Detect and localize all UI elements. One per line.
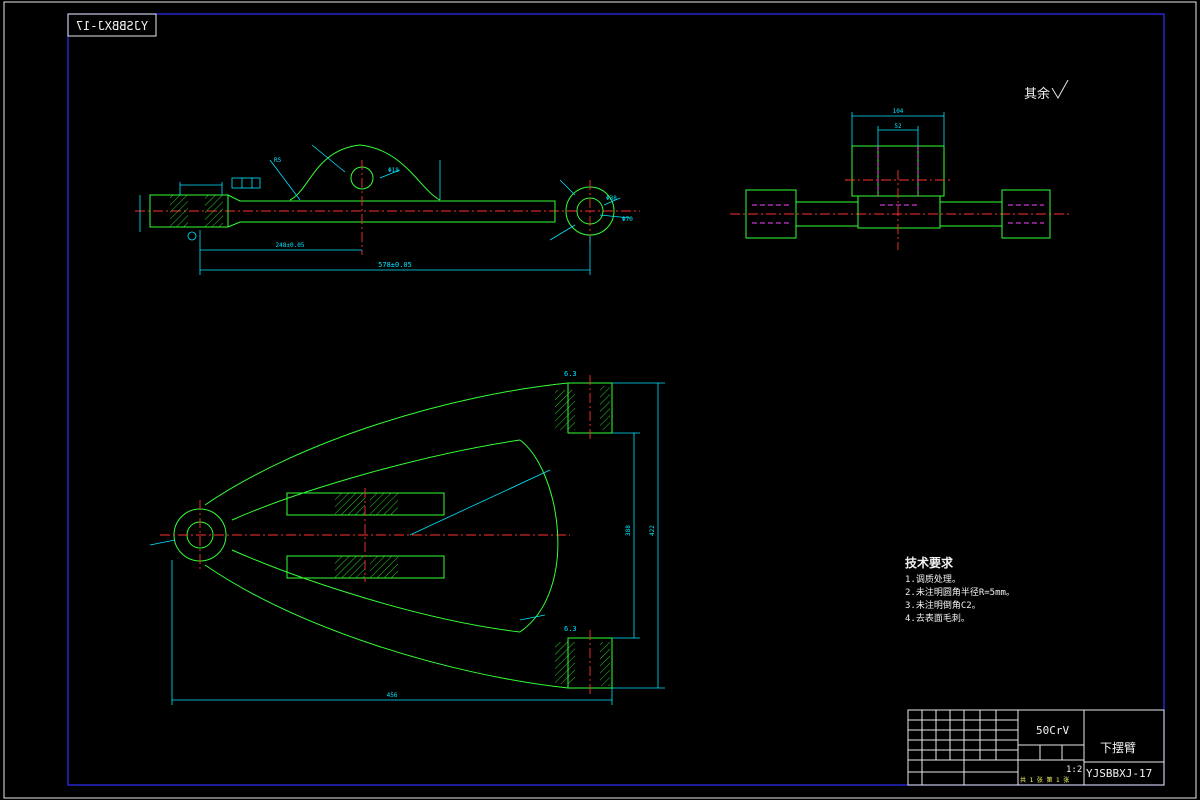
outer-frame xyxy=(3,1,1197,799)
front-left-hub xyxy=(149,194,229,228)
side-right-lug xyxy=(917,145,945,197)
plan-section-lower xyxy=(286,555,445,579)
front-leader-7 xyxy=(599,214,631,219)
plan-dim-422: 422 xyxy=(649,525,656,536)
plan-lower-arm-outer xyxy=(204,564,569,689)
front-datum-symbol xyxy=(187,231,197,241)
tech-item-3: 3.未注明倒角C2。 xyxy=(905,599,981,611)
front-leader-6 xyxy=(603,197,621,206)
roughness-symbol xyxy=(1051,79,1069,99)
plan-leader-lower xyxy=(519,614,546,621)
title-part-name: 下摆臂 xyxy=(1100,741,1136,755)
tech-item-4: 4.去表面毛刺。 xyxy=(905,612,970,624)
front-dim-d38: Φ38 xyxy=(606,195,617,202)
inner-frame xyxy=(67,13,1165,786)
front-leader-5 xyxy=(559,179,576,196)
front-top-boss xyxy=(289,144,441,201)
front-dim-248: 248±0.05 xyxy=(276,242,305,249)
side-left-lug xyxy=(851,145,879,197)
front-left-hub-hatch-2 xyxy=(205,195,223,227)
plan-upper-bushing-hatch xyxy=(555,390,575,430)
title-block-frame xyxy=(907,709,1165,786)
plan-view: 422 388 456 6.3 6.3 xyxy=(149,370,665,705)
front-dim-r5: R5 xyxy=(274,157,282,164)
tech-item-2: 2.未注明圆角半径R=5mm。 xyxy=(905,586,1015,598)
tech-item-1: 1.调质处理。 xyxy=(905,573,961,585)
plan-dim-388: 388 xyxy=(625,525,632,536)
title-block: 50CrV 下摆臂 YJSBBXJ-17 1:2 共 1 张 第 1 张 xyxy=(907,709,1165,786)
title-scale: 1:2 xyxy=(1066,765,1082,775)
plan-section-upper xyxy=(286,492,445,516)
surface-roughness-note: 其余 xyxy=(1024,86,1050,102)
front-leader-1 xyxy=(269,159,301,201)
plan-leader-r xyxy=(409,469,551,536)
side-center-block xyxy=(857,195,941,229)
front-shaft xyxy=(227,194,556,228)
front-dim-578: 578±0.05 xyxy=(378,261,412,269)
technical-requirements: 技术要求 1.调质处理。 2.未注明圆角半径R=5mm。 3.未注明倒角C2。 … xyxy=(905,555,1015,624)
side-dim-inner: 52 xyxy=(894,123,902,130)
plan-roughness-top: 6.3 xyxy=(564,370,577,378)
plan-leader-left xyxy=(149,539,176,546)
plan-lower-bushing-hatch-2 xyxy=(600,642,610,686)
front-leader-2 xyxy=(311,144,346,173)
plan-dim-456: 456 xyxy=(387,692,398,699)
plan-upper-arm-outer xyxy=(204,382,569,506)
plan-lower-arm-inner xyxy=(231,549,521,633)
side-view: 104 52 xyxy=(730,108,1070,250)
drawing-number-stamp: YJSBBXJ-17 xyxy=(76,19,148,33)
front-dim-d70: Φ70 xyxy=(622,216,633,223)
front-leader-8 xyxy=(549,224,576,241)
plan-roughness-bottom: 6.3 xyxy=(564,625,577,633)
front-left-hub-hatch xyxy=(170,195,188,227)
tech-title: 技术要求 xyxy=(905,555,954,570)
drawing-number-stamp-box xyxy=(67,13,157,37)
plan-web-arc xyxy=(519,439,559,633)
title-drawing-number: YJSBBXJ-17 xyxy=(1086,767,1152,780)
plan-upper-bushing-hatch-2 xyxy=(600,386,610,430)
plan-section-lower-hatch xyxy=(335,556,365,578)
title-sheet-count: 共 1 张 第 1 张 xyxy=(1020,776,1069,784)
side-dim-top: 104 xyxy=(893,108,904,115)
plan-section-upper-hatch-2 xyxy=(370,493,398,515)
front-dim-d18: Φ18 xyxy=(388,167,399,174)
plan-section-lower-hatch-2 xyxy=(370,556,398,578)
front-view: 578±0.05 248±0.05 R5 Φ18 Φ70 Φ38 xyxy=(135,144,640,275)
front-tolerance-frame xyxy=(231,177,261,189)
plan-section-upper-hatch xyxy=(335,493,365,515)
title-block-grid xyxy=(908,710,1018,785)
front-leader-3 xyxy=(379,169,401,179)
plan-lower-bushing-hatch xyxy=(555,642,575,684)
plan-upper-arm-inner xyxy=(231,439,521,521)
title-material: 50CrV xyxy=(1036,724,1069,737)
